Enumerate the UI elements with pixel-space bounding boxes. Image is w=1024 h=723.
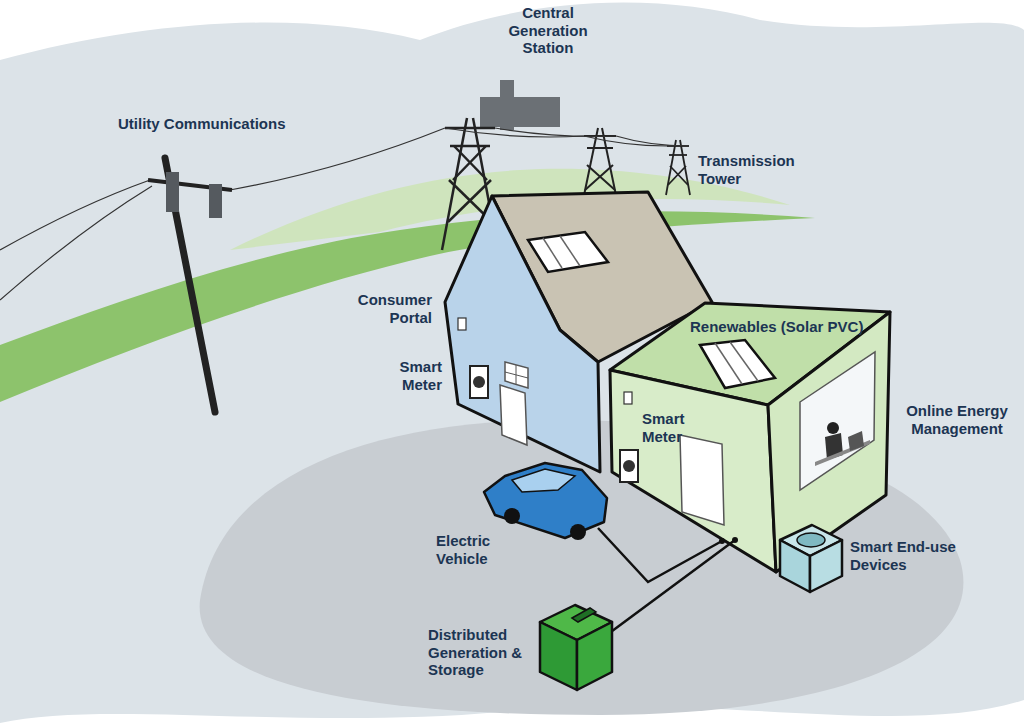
solar-panel: [700, 340, 775, 388]
part-label: Utility Communications: [118, 115, 286, 133]
tower-brace: [587, 165, 615, 190]
consumer-portal: [624, 392, 632, 404]
meter-dial: [473, 376, 485, 388]
part-label: Electric Vehicle: [436, 532, 516, 567]
car-window: [512, 469, 575, 492]
tower-brace: [454, 146, 487, 180]
window-bar: [505, 372, 528, 378]
building-side: [768, 312, 890, 572]
power-line: [495, 128, 616, 136]
house-window: [505, 362, 528, 388]
part-label: Online Energy Management: [906, 402, 1008, 437]
transmission-tower: [666, 140, 690, 195]
smart-meter: [470, 366, 488, 398]
power-line: [0, 186, 152, 300]
storage-handle: [572, 608, 596, 622]
panel-line: [543, 238, 562, 268]
pole-transformer: [209, 184, 222, 218]
part-label: Transmission Tower: [698, 152, 808, 187]
panel-line: [560, 236, 580, 266]
background-blob: [0, 3, 1024, 723]
part-label: Smart Meter: [380, 358, 442, 393]
power-line: [616, 136, 689, 146]
part-label: Renewables (Solar PVC): [690, 318, 863, 336]
part-label: Smart Meter: [642, 410, 704, 445]
building-door: [680, 435, 724, 525]
house-door: [500, 385, 527, 445]
meter-dial: [623, 460, 635, 472]
tower-brace: [670, 166, 688, 185]
plug-point: [719, 538, 725, 544]
ac-fan: [797, 533, 825, 547]
plug-point: [732, 537, 738, 543]
utility-pole: [165, 158, 215, 412]
smart-meter: [620, 450, 638, 482]
solar-panel: [528, 232, 608, 272]
ac-front: [780, 540, 810, 592]
tower-brace: [453, 146, 486, 180]
generation-station: [480, 97, 560, 127]
car-wheel: [570, 524, 586, 540]
ac-side: [810, 540, 842, 592]
charging-wire: [598, 528, 722, 582]
tower-arm: [587, 147, 613, 149]
panel-line: [730, 342, 758, 381]
part-label: Distributed Generation & Storage: [428, 626, 528, 679]
consumer-portal: [458, 318, 466, 330]
pole-transformer: [166, 172, 179, 212]
part-label: Central Generation Station: [493, 4, 603, 57]
panel-line: [715, 343, 742, 384]
power-line: [230, 128, 445, 190]
tower-brace: [585, 165, 613, 190]
car-body: [484, 463, 607, 538]
laptop: [848, 431, 864, 451]
tower-brace: [668, 166, 686, 185]
building-window: [800, 352, 875, 490]
part-label: Smart End-use Devices: [850, 538, 972, 573]
part-label: Consumer Portal: [350, 291, 432, 326]
person-head: [827, 422, 839, 434]
storage-front: [540, 622, 577, 690]
tower-arm: [669, 154, 687, 156]
car-wheel: [504, 508, 520, 524]
building-front: [610, 370, 776, 572]
storage-wire: [600, 540, 735, 640]
storage-side: [577, 622, 612, 690]
